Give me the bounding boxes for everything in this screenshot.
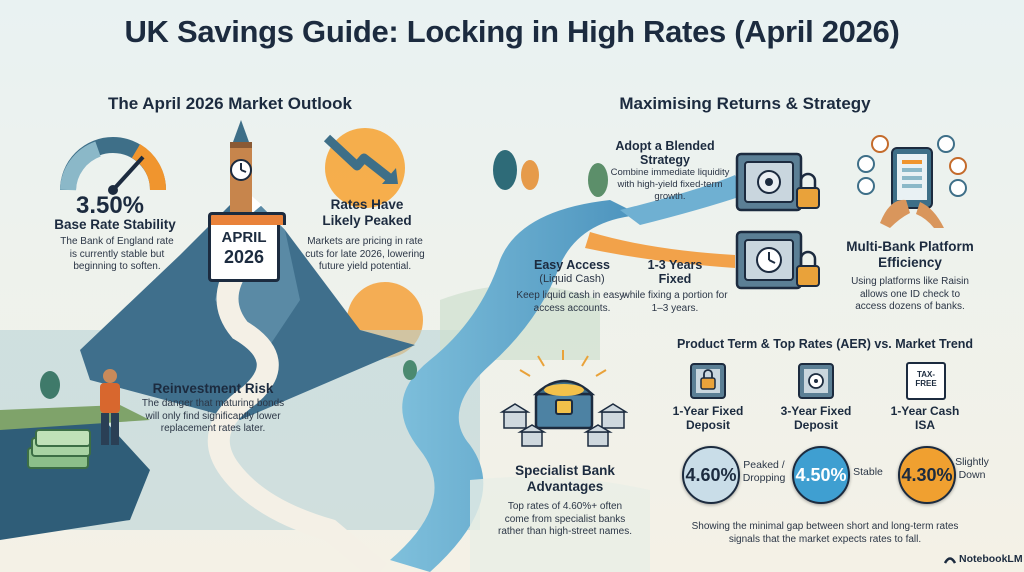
products-heading: Product Term & Top Rates (AER) vs. Marke… xyxy=(676,337,974,351)
product-name-2: 3-Year Fixed Deposit xyxy=(780,404,852,432)
products-footnote: Showing the minimal gap between short an… xyxy=(691,521,959,545)
safe-clock-icon xyxy=(735,230,820,290)
strategy-heading: Maximising Returns & Strategy xyxy=(619,94,871,113)
peaked-text: Markets are pricing in rate cuts for lat… xyxy=(305,236,425,272)
page-title: UK Savings Guide: Locking in High Rates … xyxy=(124,14,900,49)
multibank-title: Multi-Bank Platform Efficiency xyxy=(846,239,974,270)
clock-tower-icon xyxy=(230,120,252,222)
cash-stack-icon xyxy=(27,429,91,469)
rate-trend-2: Stable xyxy=(853,466,883,478)
rate-trend-1: Peaked / Dropping xyxy=(742,459,786,485)
calendar-month: APRIL xyxy=(221,229,267,246)
fixed-title: 1-3 Years Fixed xyxy=(647,258,703,287)
product-name-3: 1-Year Cash ISA xyxy=(890,404,960,432)
blended-title: Adopt a Blended Strategy xyxy=(615,139,715,168)
notebooklm-icon xyxy=(944,557,956,564)
gauge-icon xyxy=(60,137,167,195)
rate-value-1: 4.60% xyxy=(685,464,737,485)
easy-access-title: Easy Access xyxy=(534,258,610,272)
tablet-banks-icon xyxy=(857,135,967,228)
reinvestment-title: Reinvestment Risk xyxy=(152,381,274,396)
reinvestment-text: The danger that maturing bonds will only… xyxy=(141,398,285,434)
calendar-icon: APRIL 2026 xyxy=(208,212,286,282)
market-outlook-heading: The April 2026 Market Outlook xyxy=(107,94,353,113)
rate-circle-2: 4.50% xyxy=(792,446,850,504)
rate-circle-1: 4.60% xyxy=(682,446,740,504)
specialist-title: Specialist Bank Advantages xyxy=(515,463,615,494)
easy-access-subtitle: (Liquid Cash) xyxy=(539,273,605,285)
fixed-deposit-safe-icon xyxy=(798,363,834,399)
product-name-1: 1-Year Fixed Deposit xyxy=(672,404,744,432)
tax-free-label: TAX-FREE xyxy=(915,370,937,389)
calendar-year: 2026 xyxy=(223,247,265,267)
safe-icon xyxy=(735,152,820,212)
base-rate-title: Base Rate Stability xyxy=(54,217,176,232)
easy-access-text: Keep liquid cash in easy-access accounts… xyxy=(516,290,628,314)
treasure-chest-icon xyxy=(499,350,628,447)
rate-value-3: 4.30% xyxy=(901,464,953,485)
specialist-text: Top rates of 4.60%+ often come from spec… xyxy=(498,501,632,537)
multibank-text: Using platforms like Raisin allows one I… xyxy=(851,276,969,312)
rate-trend-3: Slightly Down xyxy=(955,456,989,482)
brand-logo: NotebookLM xyxy=(944,553,1023,565)
rate-circle-3: 4.30% xyxy=(898,446,956,504)
peaked-title: Rates Have Likely Peaked xyxy=(322,197,412,228)
falling-arrow-icon xyxy=(323,134,398,184)
fixed-deposit-lock-icon xyxy=(690,363,726,399)
fixed-text: while fixing a portion for 1–3 years. xyxy=(622,290,728,314)
blended-text: Combine immediate liquidity with high-yi… xyxy=(610,167,730,202)
rate-value-2: 4.50% xyxy=(795,464,847,485)
person-icon xyxy=(100,369,120,445)
base-rate-value: 3.50% xyxy=(75,192,145,219)
brand-name: NotebookLM xyxy=(959,553,1023,565)
tax-free-badge: TAX-FREE xyxy=(906,362,946,400)
base-rate-text: The Bank of England rate is currently st… xyxy=(60,236,174,272)
